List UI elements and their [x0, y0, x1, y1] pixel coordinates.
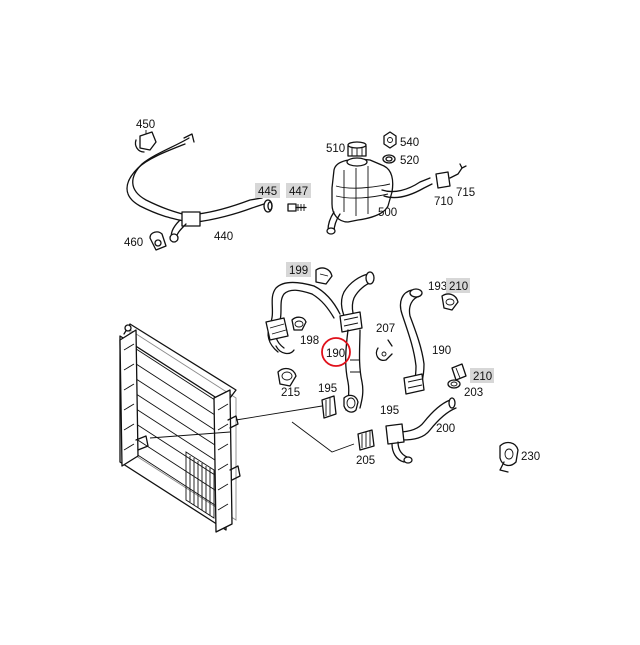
label-205: 205	[356, 455, 375, 467]
radiator	[119, 323, 241, 533]
bolt-447	[287, 203, 307, 212]
hose-190-right	[399, 288, 425, 395]
hose-190-upper	[339, 271, 375, 333]
label-520: 520	[400, 155, 419, 167]
label-500: 500	[378, 207, 397, 219]
cap-510	[347, 141, 367, 157]
highlight-210-upper	[446, 278, 470, 293]
clamp-445	[263, 199, 273, 213]
clamp-199	[315, 267, 333, 285]
clip-460	[149, 231, 167, 251]
label-207: 207	[376, 323, 395, 335]
highlight-199	[286, 262, 311, 277]
hose-198	[265, 281, 341, 355]
label-200: 200	[436, 423, 455, 435]
hose-200	[385, 397, 457, 464]
label-230: 230	[521, 451, 540, 463]
clamp-230	[499, 441, 519, 473]
label-510: 510	[326, 143, 345, 155]
clamp-198	[291, 316, 307, 331]
label-445: 445	[258, 186, 277, 198]
clamp-195-left	[321, 395, 337, 419]
clip-450	[134, 130, 157, 153]
label-195-left: 195	[318, 383, 337, 395]
label-190-circled: 190	[326, 348, 345, 360]
label-450: 450	[136, 119, 155, 131]
leader-radiator-205	[291, 421, 355, 453]
highlight-circle-190	[321, 337, 351, 367]
label-190: 190	[432, 345, 451, 357]
sensor-710	[435, 163, 467, 189]
leader-radiator-195	[235, 405, 323, 421]
hose-440	[126, 133, 265, 243]
label-210-lower: 210	[473, 371, 492, 383]
clamp-210	[451, 363, 467, 381]
cap-540	[383, 131, 397, 149]
label-210-upper: 210	[449, 281, 468, 293]
clamp-207	[375, 339, 393, 361]
label-198: 198	[300, 335, 319, 347]
label-193: 193	[428, 281, 447, 293]
label-715: 715	[456, 187, 475, 199]
label-440: 440	[214, 231, 233, 243]
clamp-203	[447, 379, 461, 389]
label-203: 203	[464, 387, 483, 399]
label-195-right: 195	[380, 405, 399, 417]
highlight-445	[255, 183, 280, 198]
label-710: 710	[434, 196, 453, 208]
label-460: 460	[124, 237, 143, 249]
clamp-193	[441, 293, 459, 311]
clamp-215	[277, 367, 297, 387]
clamp-205	[357, 429, 375, 451]
leader-radiator-left	[149, 431, 231, 439]
label-199: 199	[289, 265, 308, 277]
highlight-447	[286, 183, 311, 198]
expansion-tank-500	[326, 157, 433, 235]
label-215: 215	[281, 387, 300, 399]
clamp-195-right	[343, 394, 359, 413]
label-447: 447	[289, 186, 308, 198]
highlight-210-lower	[470, 368, 494, 383]
seal-520	[382, 154, 396, 164]
label-540: 540	[400, 137, 419, 149]
